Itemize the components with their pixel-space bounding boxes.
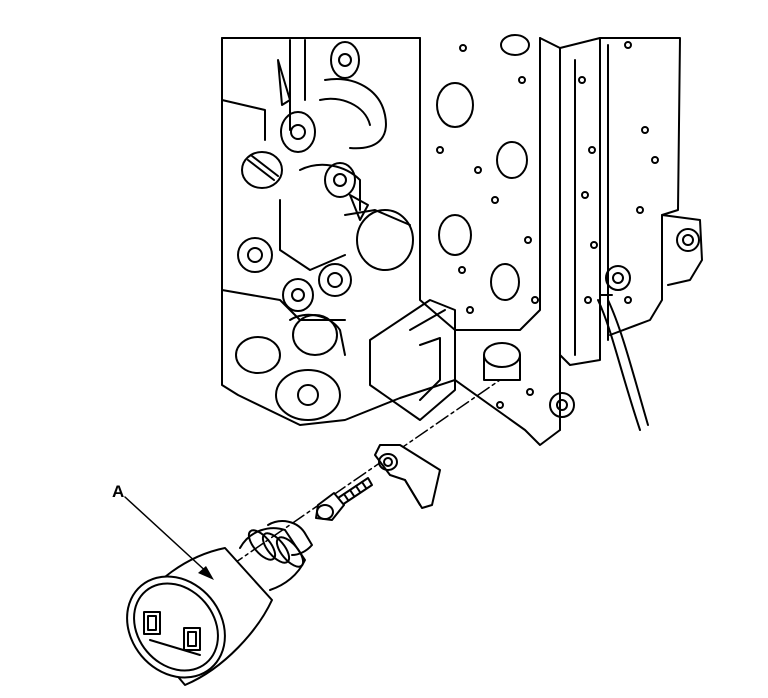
mounting-bolts [549,228,700,418]
installation-centerline [209,379,501,581]
callout-arrowhead [198,566,214,580]
callout-label-a: A [112,482,125,501]
shift-solenoid [126,520,313,686]
right-plate-holes [496,41,659,409]
center-plate-holes [436,34,539,314]
callout-arrow [124,496,211,576]
solenoid-bracket [374,444,441,509]
wire-harness [597,294,649,431]
spool-valves [221,39,414,421]
valve-body [221,37,703,446]
bracket-bolt [315,477,373,521]
